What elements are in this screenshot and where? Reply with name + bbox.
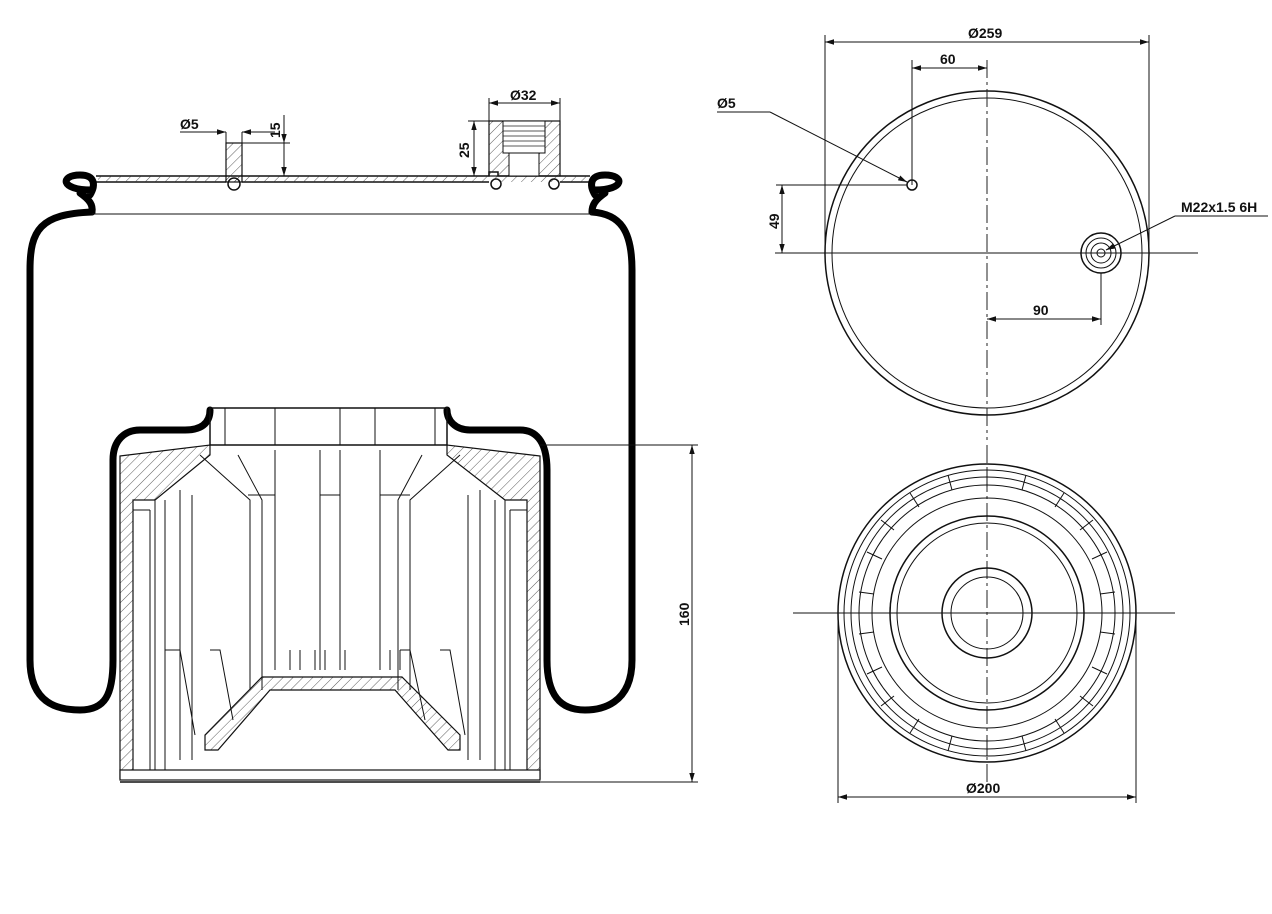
- rubber-bellows: [26, 208, 636, 714]
- locating-pin: [225, 142, 243, 183]
- port-offset-x-label: 90: [1033, 302, 1049, 318]
- internal-ribs: [133, 450, 527, 771]
- top-plate: [62, 171, 623, 216]
- side-hole-diameter-label: Ø5: [180, 116, 199, 132]
- hole-offset-x-label: 60: [940, 51, 956, 67]
- pin-height-label: 15: [267, 122, 283, 138]
- piston-height-label: 160: [676, 602, 692, 626]
- thread-spec-label: M22x1.5 6H: [1181, 199, 1257, 215]
- hole-offset-y-label: 49: [766, 213, 782, 229]
- piston-bottom-view: Ø200: [793, 445, 1175, 803]
- bottom-radial-ribs: [858, 470, 1116, 756]
- piston-body: [119, 407, 541, 783]
- top-hole-diameter-label: Ø5: [717, 95, 736, 111]
- port-diameter-label: Ø32: [510, 87, 537, 103]
- threaded-port: [488, 120, 561, 177]
- port-height-label: 25: [456, 142, 472, 158]
- side-section-view: Ø5 15 Ø32 25 160: [26, 87, 698, 783]
- top-plate-view: Ø259 60 Ø5 49 M22x1.5 6H 90: [717, 25, 1268, 440]
- side-dimensions: Ø5 15 Ø32 25 160: [180, 87, 698, 783]
- piston-diameter-label: Ø200: [966, 780, 1000, 796]
- piston-hub: [941, 567, 1033, 659]
- plate-diameter-label: Ø259: [968, 25, 1002, 41]
- piston-inner-ring: [889, 515, 1085, 711]
